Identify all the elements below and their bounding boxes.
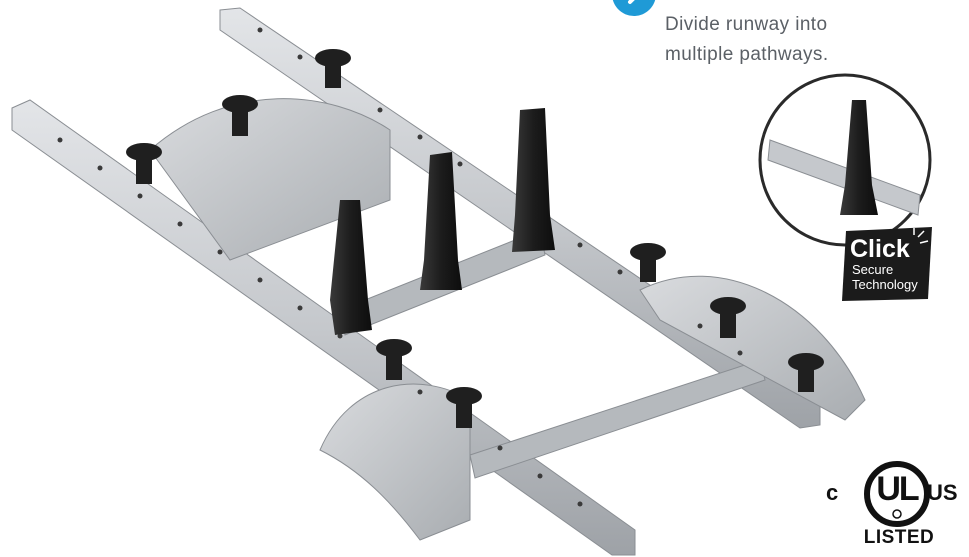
click-badge-line-2: Technology [852, 277, 918, 292]
click-spark-icon [913, 228, 929, 244]
divider-posts [330, 108, 555, 335]
callout-line-1: Divide runway into [665, 14, 828, 35]
chevron-right-icon [612, 0, 656, 16]
click-secure-badge: Click Secure Technology [842, 227, 932, 301]
callout-text: Divide runway into multiple pathways. [665, 10, 925, 70]
ul-listed-label: LISTED [863, 527, 935, 548]
ul-right-letters: US [927, 480, 958, 505]
ul-center-letters: UL [876, 470, 919, 508]
callout-line-2: multiple pathways. [665, 44, 829, 65]
front-rail [11, 99, 636, 556]
click-badge-line-1: Secure [852, 262, 893, 277]
drop-flanges [126, 49, 824, 428]
ul-left-letter: c [826, 480, 839, 505]
ul-listed-mark [864, 461, 930, 527]
post-divider-icon [840, 100, 878, 215]
rail-holes [57, 27, 743, 507]
click-badge-brand: Click [850, 235, 910, 263]
detail-inset [758, 73, 932, 247]
